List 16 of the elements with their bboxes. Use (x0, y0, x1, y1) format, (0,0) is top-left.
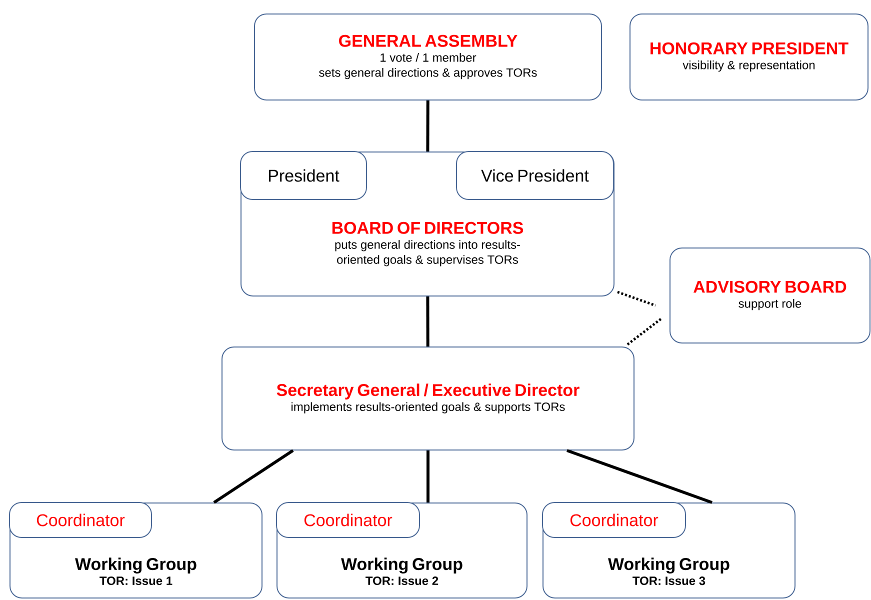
role-box: Coordinator (276, 502, 420, 538)
role-box: President (240, 151, 367, 200)
org-box: GENERAL ASSEMBLY 1 vote / 1 member sets general directions & approves TORs (254, 14, 602, 100)
connector-line (566, 449, 712, 504)
connector-line (426, 100, 430, 152)
role-box: Vice President (456, 151, 614, 200)
connector-line (213, 449, 294, 504)
connector-line (426, 450, 430, 502)
org-box: HONORARY PRESIDENT visibility & representation (630, 14, 868, 100)
org-box: ADVISORY BOARD support role (670, 248, 870, 344)
role-box: Coordinator (542, 502, 686, 538)
connector-line (426, 296, 430, 346)
org-box: Secretary General / Executive Director implements results-oriented goals & supports TORs (222, 346, 634, 450)
dotted-connector (626, 318, 662, 346)
role-box: Coordinator (9, 502, 152, 538)
dotted-connector (617, 290, 656, 307)
